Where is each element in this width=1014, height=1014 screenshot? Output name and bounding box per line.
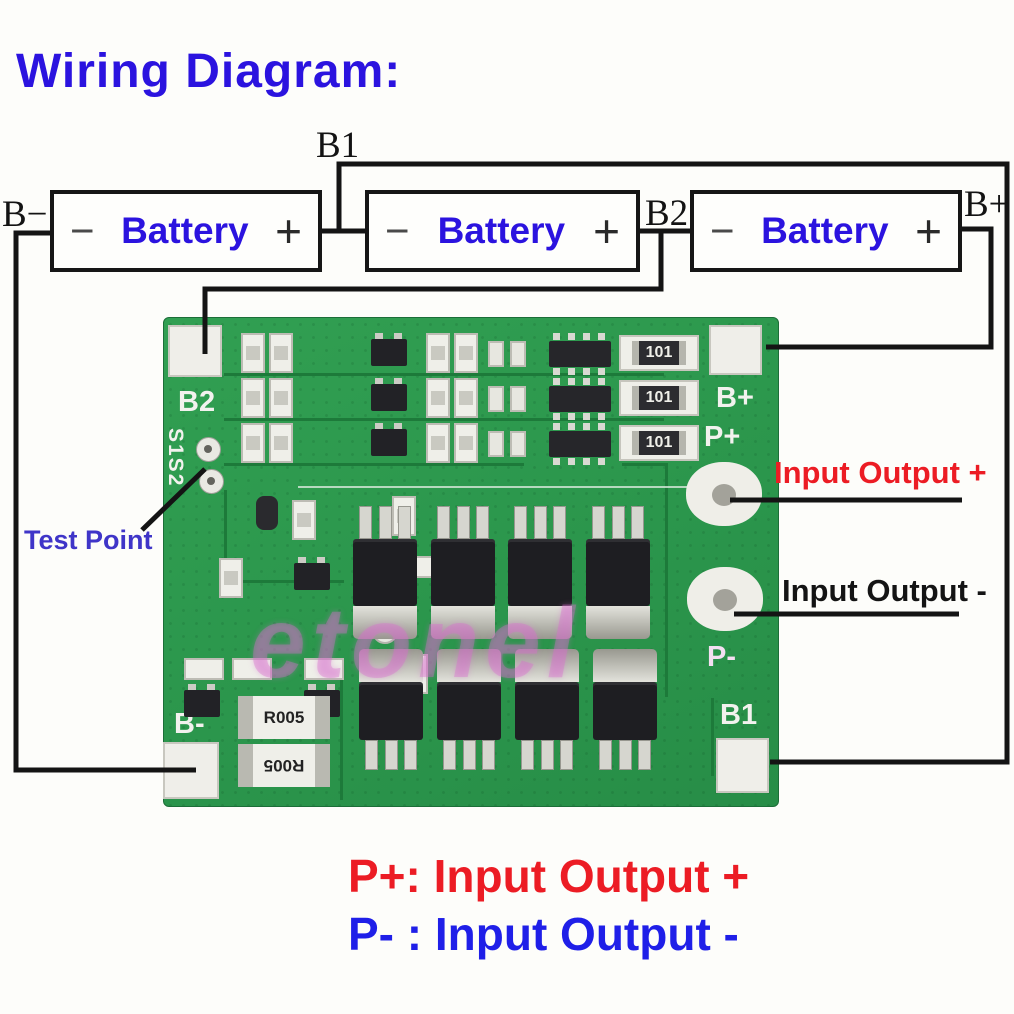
battery-3-minus-terminal: − (710, 207, 735, 254)
pcb-trace (224, 490, 227, 582)
junction-label-b1: B1 (316, 125, 360, 166)
component-row-1: 101 (164, 333, 778, 377)
solder-pad-b1 (716, 738, 769, 793)
protection-ic (549, 333, 611, 375)
protection-ic (549, 378, 611, 420)
smd-capacitor (488, 341, 504, 367)
test-point-hole-s2 (199, 469, 224, 494)
junction-label-b-minus: B− (2, 194, 48, 235)
smd-resistor (269, 333, 293, 373)
p-minus-hole (687, 567, 763, 631)
junction-label-b-plus: B+ (964, 184, 1010, 225)
smd-resistor (426, 423, 450, 463)
battery-3-plus-terminal: + (915, 205, 942, 257)
pcb-trace (665, 465, 668, 697)
legend-p-minus: P- : Input Output - (348, 908, 739, 960)
silk-label-p-minus: P- (707, 641, 736, 673)
smd-resistor (241, 333, 265, 373)
smd-resistor (269, 378, 293, 418)
battery-1-box: − Battery + (50, 190, 322, 272)
shunt-resistor-r005: R005 (238, 744, 330, 787)
chip-resistor-label: 101 (631, 431, 687, 455)
solder-pad-b-minus (163, 742, 219, 799)
pcb-silk-outline (298, 486, 690, 488)
silk-label-b1: B1 (720, 699, 758, 731)
smd-transistor (371, 378, 407, 411)
smd-resistor (454, 423, 478, 463)
chip-resistor-101: 101 (619, 380, 699, 416)
smd-capacitor (510, 341, 526, 367)
chip-resistor-label: 101 (631, 341, 687, 365)
shunt-resistor-label: R005 (263, 707, 305, 727)
pcb-trace (711, 698, 714, 776)
bms-board: B2 S1S2 B+ P+ P- B- B1 101 (163, 317, 779, 807)
p-plus-hole (686, 462, 762, 526)
smd-resistor (454, 378, 478, 418)
mosfet (586, 506, 650, 639)
smd-resistor (184, 658, 224, 680)
battery-3-label: Battery (761, 210, 889, 251)
component-row-3: 101 (164, 423, 778, 467)
battery-1-minus-terminal: − (70, 207, 95, 254)
shunt-resistor-r005: R005 (238, 696, 330, 739)
smd-resistor (426, 333, 450, 373)
legend-p-plus: P+: Input Output + (348, 850, 750, 902)
smd-resistor (454, 333, 478, 373)
battery-1-plus-terminal: + (275, 205, 302, 257)
pcb-trace (224, 580, 344, 583)
input-output-plus-annotation: Input Output + (774, 455, 987, 490)
chip-resistor-label: 101 (631, 386, 687, 410)
battery-3-box: − Battery + (690, 190, 962, 272)
smd-resistor (219, 558, 243, 598)
smd-transistor (371, 423, 407, 456)
battery-2-minus-terminal: − (385, 207, 410, 254)
page-title: Wiring Diagram: (16, 45, 402, 98)
smd-transistor (184, 684, 220, 717)
battery-1-label: Battery (121, 210, 249, 251)
junction-label-b2: B2 (645, 193, 689, 234)
smd-capacitor (510, 386, 526, 412)
test-point-annotation: Test Point (24, 525, 153, 555)
smd-capacitor (488, 431, 504, 457)
smd-resistor (232, 658, 272, 680)
mosfet (593, 649, 657, 770)
smd-capacitor (488, 386, 504, 412)
test-point-hole-s1 (196, 437, 221, 462)
chip-resistor-101: 101 (619, 335, 699, 371)
photo-watermark: etonel (250, 587, 581, 699)
battery-2-label: Battery (437, 210, 566, 251)
component-row-2: 101 (164, 378, 778, 422)
smd-resistor (426, 378, 450, 418)
protection-ic (549, 423, 611, 465)
shunt-resistor-label: R005 (263, 756, 305, 776)
battery-2-plus-terminal: + (593, 205, 620, 257)
smd-transistor (371, 333, 407, 366)
smd-capacitor (256, 496, 278, 530)
smd-capacitor (510, 431, 526, 457)
battery-2-box: − Battery + (365, 190, 640, 272)
smd-resistor (292, 500, 316, 540)
smd-resistor (241, 423, 265, 463)
chip-resistor-101: 101 (619, 425, 699, 461)
smd-resistor (269, 423, 293, 463)
smd-resistor (241, 378, 265, 418)
input-output-minus-annotation: Input Output - (782, 573, 987, 608)
